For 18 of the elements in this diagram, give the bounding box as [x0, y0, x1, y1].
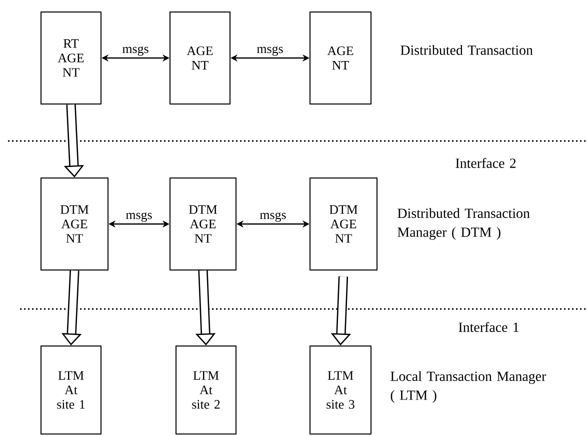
agent-box: DTM AGE NT: [40, 178, 108, 270]
agent-box: DTM AGE NT: [170, 178, 236, 270]
layer-label: Interface 1: [458, 322, 519, 332]
layer-label: Distributed Transaction Manager ( DTM ): [398, 208, 530, 240]
layer-label: Local Transaction Manager ( LTM ): [390, 371, 546, 403]
edge-label: msgs: [124, 211, 154, 223]
edge-label: msgs: [258, 211, 288, 223]
layer-label: Distributed Transaction: [400, 45, 533, 55]
agent-box: LTM At site 2: [176, 346, 236, 434]
agent-box: LTM At site 1: [40, 346, 102, 434]
agent-box: RT AGE NT: [40, 12, 102, 104]
edge-label: msgs: [256, 45, 284, 57]
agent-box: AGE NT: [170, 12, 230, 104]
agent-box: DTM AGE NT: [310, 178, 378, 270]
edge-label: msgs: [121, 45, 150, 57]
agent-box: LTM At site 3: [310, 346, 372, 434]
agent-box: AGE NT: [310, 12, 372, 104]
layer-label: Interface 2: [456, 158, 516, 168]
